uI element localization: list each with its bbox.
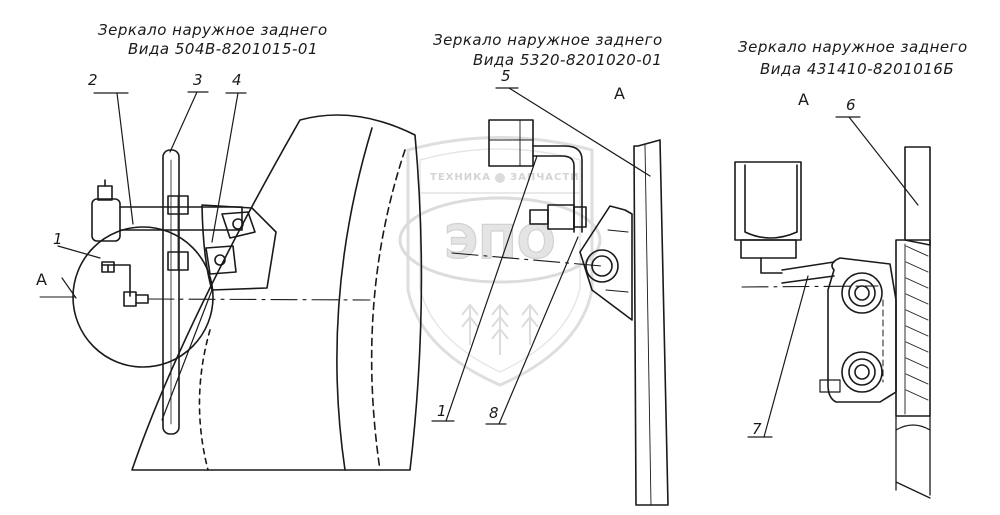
- fig1-bolt: [101, 261, 149, 307]
- fig1-detail-circle: [39, 226, 214, 368]
- fig3-axis-line: [741, 285, 879, 288]
- fig3-view-label: А: [798, 90, 809, 109]
- fig2-view-label: А: [614, 84, 625, 103]
- fig1-title-line2: Вида 504В-8201015-01: [128, 40, 319, 58]
- fig1-clamp: [91, 179, 243, 271]
- fig3-arm: [734, 161, 835, 284]
- fig2-axis-line: [451, 252, 603, 267]
- fig2-leaders: [431, 87, 651, 425]
- fig3-door-profile: [895, 146, 931, 499]
- fig1-title-line1: Зеркало наружное заднего: [98, 21, 328, 39]
- callout-fig2-8: 8: [489, 404, 499, 422]
- fig3-bracket: [819, 257, 897, 403]
- fig1-mirror-rod: [162, 149, 180, 435]
- callout-fig3-6: 6: [846, 96, 856, 114]
- fig2-bracket: [579, 205, 633, 321]
- fig1-view-label: А: [36, 270, 47, 289]
- callout-fig1-2: 2: [88, 71, 98, 89]
- fig2-title-line2: Вида 5320-8201020-01: [473, 51, 663, 69]
- watermark-text-left: ТЕХНИКА: [430, 172, 492, 183]
- fig2-title-line1: Зеркало наружное заднего: [433, 31, 663, 49]
- callout-fig3-7: 7: [752, 420, 762, 438]
- fig1-leaders: [57, 91, 247, 421]
- callout-fig2-1: 1: [437, 402, 447, 420]
- fig3-title-line2: Вида 431410-8201016Б: [760, 60, 955, 78]
- callout-fig1-3: 3: [193, 71, 203, 89]
- fig1-axis-line: [147, 298, 371, 301]
- watermark-text-right: ЗАПЧАСТИ: [510, 172, 580, 183]
- fig1-cab-outline: [131, 114, 423, 471]
- fig3-leaders: [747, 116, 919, 438]
- callout-fig1-1: 1: [53, 230, 63, 248]
- fig1-bracket-plate: [201, 204, 277, 291]
- fig3-title-line1: Зеркало наружное заднего: [738, 38, 968, 56]
- fig2-door-profile: [633, 139, 669, 506]
- fig2-arm: [488, 119, 587, 233]
- callout-fig2-5: 5: [501, 67, 511, 85]
- callout-fig1-4: 4: [232, 71, 242, 89]
